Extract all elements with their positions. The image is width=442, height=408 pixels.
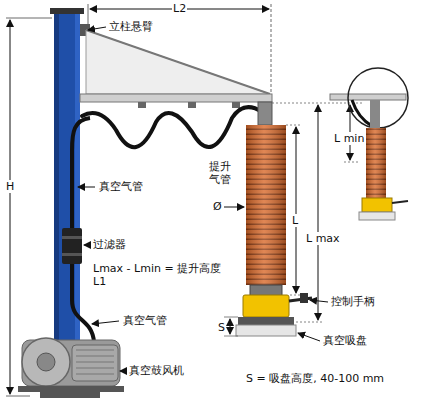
part-label: 过滤器	[92, 238, 127, 251]
dimension-label: L max	[305, 232, 341, 245]
part-label: 真空吸盘	[322, 334, 368, 347]
part-label: 控制手柄	[330, 295, 376, 308]
dimension-label: S	[217, 321, 226, 334]
part-label: 提升 气管	[208, 160, 236, 186]
formula-note: Lmax - Lmin = 提升高度 L1	[92, 262, 234, 288]
part-label: 真空气管	[122, 314, 168, 327]
dimension-label: L min	[333, 132, 365, 145]
part-label: 真空鼓风机	[128, 364, 185, 377]
part-label: 真空气管	[98, 180, 144, 193]
symbol-label: Ø	[212, 200, 223, 213]
dimension-label: H	[5, 180, 15, 193]
dimension-label: L	[291, 214, 299, 227]
dimension-label: L2	[172, 2, 187, 15]
part-label: 立柱悬臂	[108, 20, 154, 33]
dimension-note: S = 吸盘高度, 40-100 mm	[245, 372, 385, 385]
